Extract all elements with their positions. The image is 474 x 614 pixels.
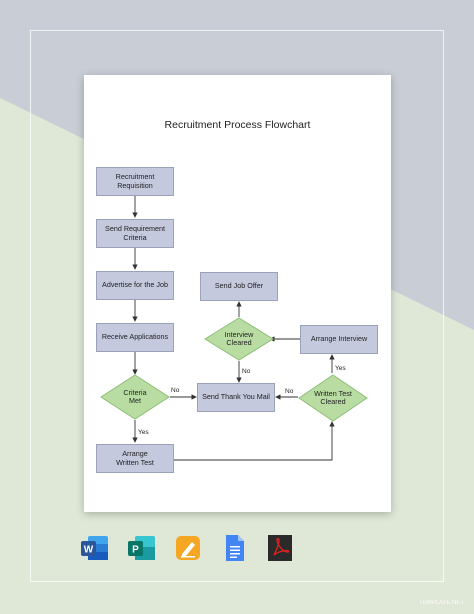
word-icon-letter: W <box>84 545 94 556</box>
node-send-thank-you-mail: Send Thank You Mail <box>197 383 275 412</box>
node-arrange-written-test: Arrange Written Test <box>96 444 174 473</box>
edge-label-written-no: No <box>285 388 294 395</box>
decision-written-test-cleared: Written Test Cleared <box>298 374 368 422</box>
node-send-requirement-criteria: Send Requirement Criteria <box>96 219 174 248</box>
decision-criteria-met-label: Criteria Met <box>123 387 147 405</box>
node-send-job-offer: Send Job Offer <box>200 272 278 301</box>
flowchart-connectors <box>132 196 335 461</box>
pdf-icon[interactable] <box>265 533 295 563</box>
node-receive-applications: Receive Applications <box>96 323 174 352</box>
edge-label-written-yes: Yes <box>335 365 346 372</box>
decision-interview-cleared: Interview Cleared <box>204 317 274 361</box>
decision-written-test-label: Written Test Cleared <box>314 388 352 406</box>
google-docs-icon[interactable] <box>219 533 249 563</box>
decision-criteria-met: Criteria Met <box>100 374 170 420</box>
word-icon[interactable]: W <box>80 533 110 563</box>
watermark: TEMPLATE.NET <box>419 600 464 606</box>
edge-label-criteria-yes: Yes <box>138 429 149 436</box>
publisher-icon-letter: P <box>132 545 139 556</box>
connector-written-test-to-decision <box>173 421 335 461</box>
format-icons-row: W P <box>80 533 292 567</box>
document-page: Recruitment Process Flowchart Recruitmen… <box>84 75 391 512</box>
node-recruitment-requisition: Recruitment Requisition <box>96 167 174 196</box>
page-title: Recruitment Process Flowchart <box>164 119 311 131</box>
node-advertise-job: Advertise for the Job <box>96 271 174 300</box>
decision-interview-cleared-label: Interview Cleared <box>224 329 254 347</box>
edge-label-interview-no: No <box>242 368 251 375</box>
node-arrange-interview: Arrange Interview <box>300 325 378 354</box>
edge-label-criteria-no: No <box>171 387 180 394</box>
decorative-frame <box>30 30 444 582</box>
pages-icon[interactable] <box>173 533 203 563</box>
publisher-icon[interactable]: P <box>127 533 157 563</box>
